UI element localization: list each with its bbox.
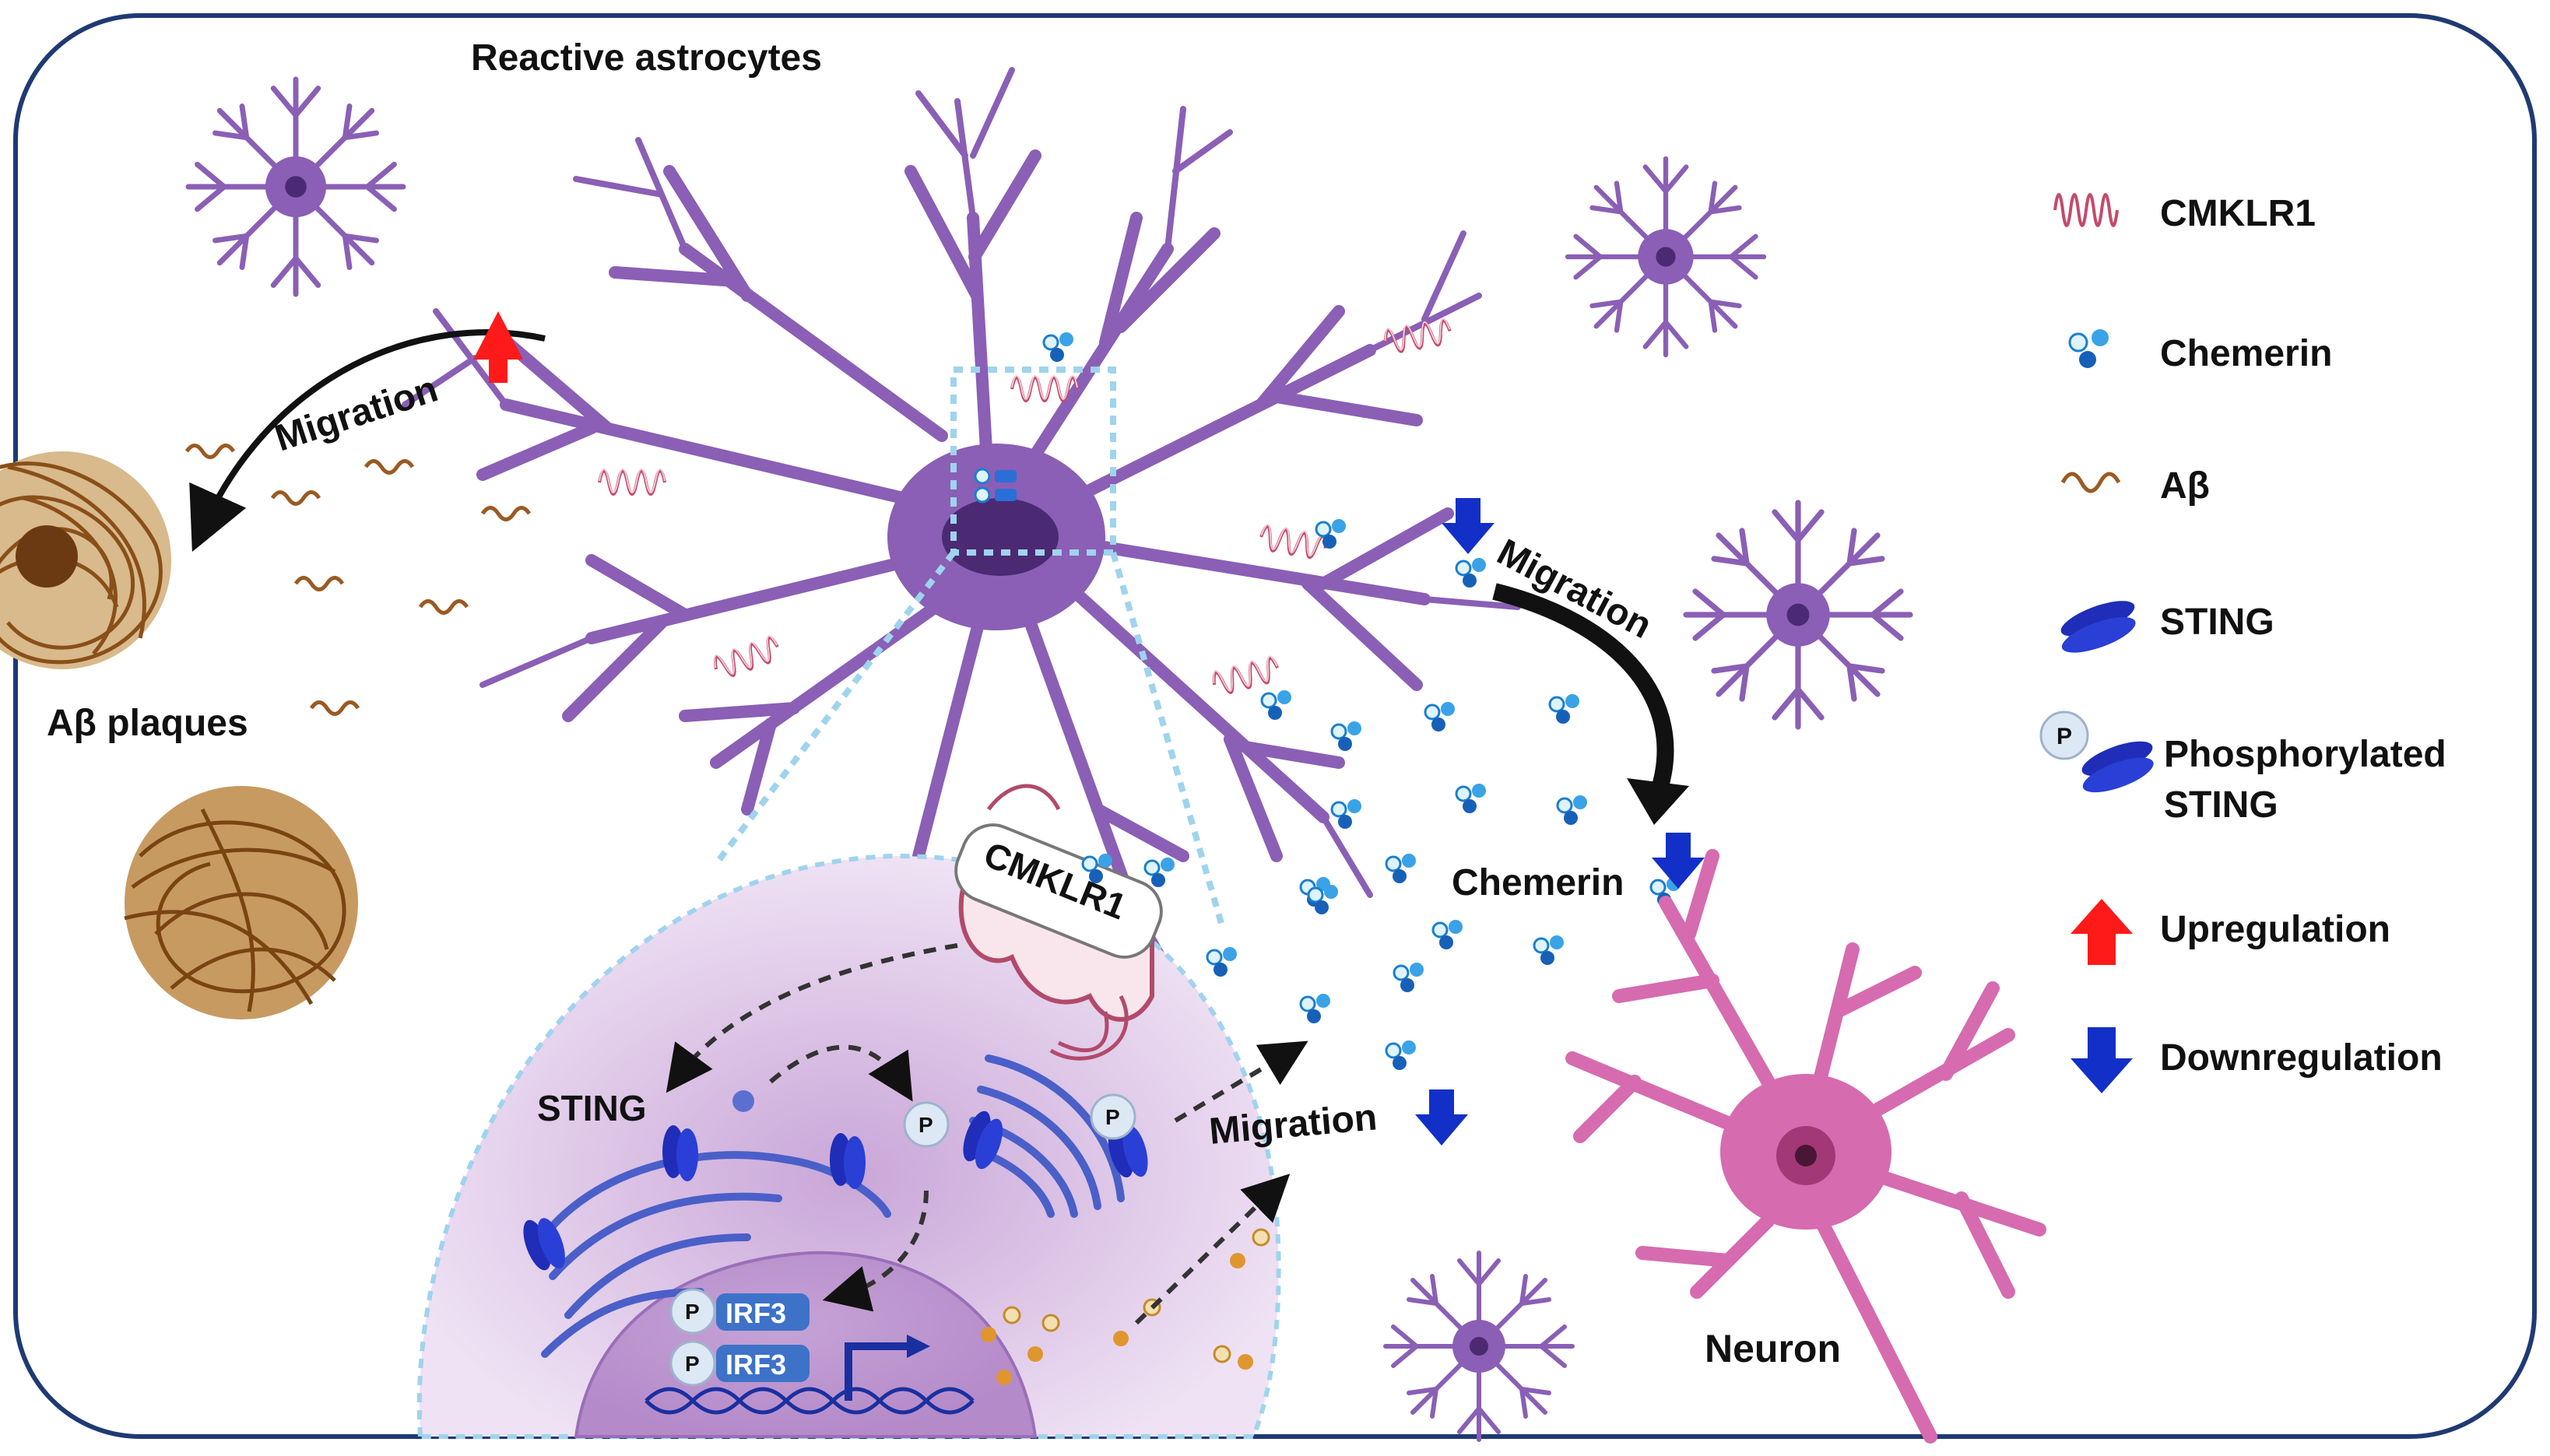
small-astrocyte-top-right — [1568, 159, 1764, 355]
phospho-marker-golgi-2-text: P — [1105, 1105, 1120, 1129]
neuron — [1565, 849, 2046, 1444]
abeta-plaque-bottom — [124, 786, 358, 1019]
transcription-arrow — [845, 1342, 911, 1401]
phospho-marker-irf3-1-text: P — [685, 1300, 700, 1324]
sting-label: STING — [537, 1088, 647, 1128]
reactive-astrocyte-large — [402, 67, 1521, 968]
phospho-marker-irf3-2-text: P — [685, 1352, 700, 1376]
reactive-astrocytes-label: Reactive astrocytes — [471, 37, 822, 79]
abeta-plaque-top — [0, 451, 171, 669]
secreted-cytokines — [981, 1228, 1270, 1385]
small-astrocyte-bottom — [1386, 1253, 1572, 1440]
abeta-plaques-label: Aβ plaques — [47, 703, 248, 744]
downregulation-arrow-migration-bottom — [1415, 1089, 1468, 1146]
irf3-label-2: IRF3 — [725, 1349, 786, 1381]
upregulation-arrow-migration — [473, 311, 523, 383]
downregulation-arrow-migration-right — [1442, 498, 1495, 554]
legend-p-marker: P — [2057, 724, 2072, 749]
chemerin-label: Chemerin — [1452, 862, 1624, 903]
sting-protein-1 — [662, 1125, 698, 1181]
legend-label-downregulation: Downregulation — [2160, 1037, 2443, 1079]
sting-protein-2 — [830, 1133, 866, 1189]
legend-label-sting: STING — [2160, 602, 2274, 643]
small-ligand — [732, 1090, 754, 1112]
legend-label-phosphorylated-sting-line1: Phosphorylated — [2164, 734, 2446, 775]
legend-icon-cmklr1 — [2053, 193, 2119, 227]
legend-label-phosphorylated-sting-line2: STING — [2164, 784, 2278, 826]
downregulation-arrow-chemerin — [1652, 833, 1705, 889]
small-astrocyte-top-left — [188, 79, 403, 294]
phospho-marker-golgi-1 — [903, 1101, 950, 1148]
dna-helix — [645, 1387, 975, 1415]
legend-icon-sting — [2060, 601, 2136, 653]
legend-icon-downregulation — [2071, 1027, 2133, 1093]
legend-icon-abeta — [2060, 472, 2121, 493]
legend-icon-upregulation — [2071, 899, 2133, 965]
small-astrocyte-mid-right — [1686, 503, 1910, 727]
irf3-label-1: IRF3 — [725, 1297, 786, 1329]
phospho-marker-irf3-1 — [669, 1288, 716, 1335]
legend-label-abeta: Aβ — [2160, 465, 2210, 507]
legend-label-chemerin: Chemerin — [2160, 333, 2332, 374]
legend-icon-chemerin — [2068, 329, 2109, 368]
phospho-marker-irf3-2 — [669, 1340, 716, 1387]
legend-label-cmklr1: CMKLR1 — [2160, 193, 2316, 234]
legend: CMKLR1 Chemerin Aβ STING P Phosphorylate… — [2039, 193, 2446, 1093]
endoplasmic-reticulum — [533, 1151, 891, 1358]
signaling-arrows — [666, 943, 1308, 1325]
neuron-label: Neuron — [1705, 1327, 1841, 1370]
migration-arrow-right — [1492, 583, 1674, 797]
legend-icon-phosphorylated-sting: P — [2039, 710, 2154, 793]
irf3-box-2 — [716, 1345, 810, 1382]
irf3-box-1 — [716, 1293, 810, 1331]
phospho-marker-golgi-2 — [1090, 1093, 1136, 1140]
phospho-marker-golgi-1-text: P — [918, 1113, 933, 1137]
abeta-fragments — [184, 444, 532, 716]
legend-label-upregulation: Upregulation — [2160, 909, 2390, 950]
